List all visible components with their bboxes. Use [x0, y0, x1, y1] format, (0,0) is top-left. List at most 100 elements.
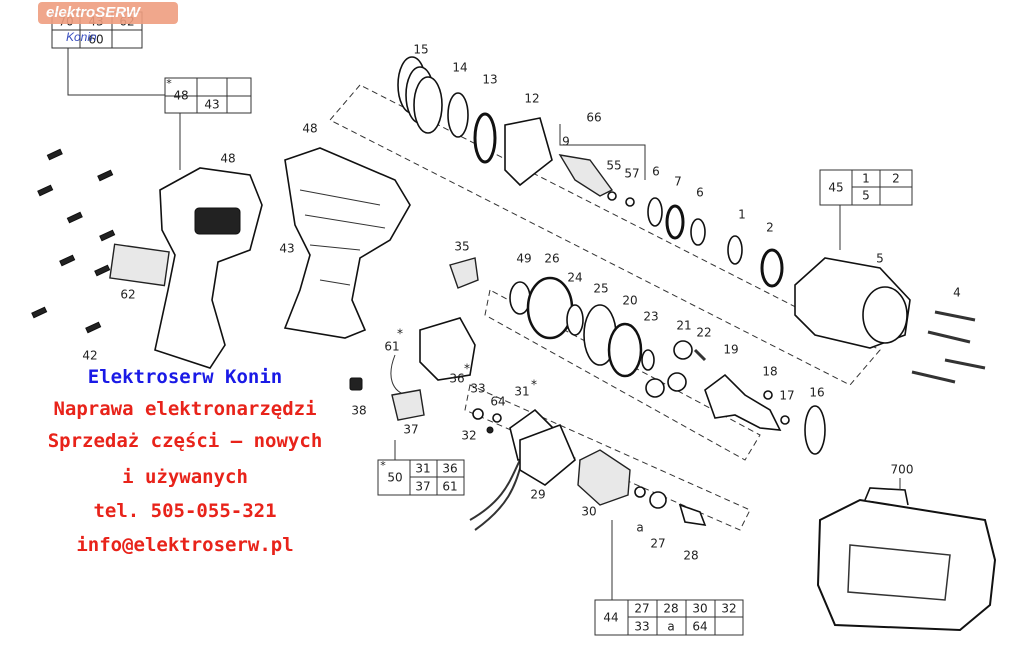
part-label-15: 15 [413, 43, 428, 57]
ring-gear-20 [607, 322, 643, 378]
advert-line-sales: Sprzedaż części – nowych [47, 430, 323, 452]
part-label-43: 43 [279, 242, 294, 256]
table-top-r1c1: 60 [88, 33, 103, 47]
part-label-36: 36 [449, 372, 464, 386]
table-44-r1c2: a [667, 620, 674, 634]
o-ring-1 [727, 235, 743, 265]
part-label-14: 14 [452, 61, 467, 75]
bearing-13 [473, 112, 497, 164]
bearing-7 [665, 204, 685, 240]
case-handle [864, 487, 909, 506]
advert-line-repair: Naprawa elektronarzędzi [53, 398, 317, 420]
table-50-r1c1: 37 [415, 480, 430, 494]
assembly-path-motor [464, 384, 751, 531]
part-label-61: 61 [384, 340, 399, 354]
housing-half-right [283, 147, 411, 339]
table-50: * 50 31 36 37 61 [377, 459, 465, 496]
part-label-57: 57 [624, 167, 639, 181]
part-label-20: 20 [622, 294, 637, 308]
part-label-33: 33 [470, 382, 485, 396]
part-label-48b: 48 [302, 122, 317, 136]
ring-gear-26 [526, 276, 574, 340]
table-50-r0c0: 50 [387, 471, 402, 485]
switch-lever-35 [449, 257, 479, 289]
leader-66 [559, 124, 646, 180]
part-label-6b: 6 [696, 186, 704, 200]
advert-phone: tel. 505-055-321 [93, 500, 277, 522]
housing-vent [194, 207, 241, 235]
leader-top-table [67, 48, 165, 96]
label-sticker-62 [109, 243, 170, 287]
part-label-21: 21 [676, 319, 691, 333]
part-label-32: 32 [461, 429, 476, 443]
assembly-path-upper [329, 84, 881, 386]
table-44-r1c1: 33 [634, 620, 649, 634]
screw-32 [486, 426, 494, 434]
table-45-r0c2: 2 [892, 172, 900, 186]
washer-6b [690, 218, 706, 246]
part-label-27: 27 [650, 537, 665, 551]
part-label-19: 19 [723, 343, 738, 357]
magnet-ring-29 [519, 423, 576, 486]
washer-23 [641, 349, 655, 371]
washer-24 [566, 304, 584, 336]
part-label-1: 1 [738, 208, 746, 222]
gearbox-nose [862, 286, 908, 344]
table-45-r0c0: 45 [828, 181, 843, 195]
ball-57 [625, 197, 635, 207]
part-label-7: 7 [674, 175, 682, 189]
table-48-r0c0: 48 [173, 89, 188, 103]
part-label-55: 55 [606, 159, 621, 173]
carry-case-700 [816, 498, 997, 632]
ball-18 [763, 390, 773, 400]
part-label-16: 16 [809, 386, 824, 400]
part-label-9: 9 [562, 135, 570, 149]
table-44-r1c3: 64 [692, 620, 707, 634]
spindle-19 [704, 373, 782, 431]
cap-38 [349, 377, 363, 391]
pin-22 [693, 348, 707, 362]
part-label-25: 25 [593, 282, 608, 296]
hammer-12 [504, 117, 553, 187]
part-label-62: 62 [120, 288, 135, 302]
bearing-2 [760, 248, 784, 288]
part-label-31: 31 [514, 385, 529, 399]
advert-line-used: i używanych [122, 466, 248, 488]
anvil-9 [558, 154, 614, 197]
part-label-37: 37 [403, 423, 418, 437]
part-label-66: 66 [586, 111, 601, 125]
ball-17 [780, 415, 790, 425]
spring-15 [397, 56, 443, 134]
part-label-48a: 48 [220, 152, 235, 166]
part-label-26: 26 [544, 252, 559, 266]
screws-left [31, 148, 116, 334]
part-64 [492, 413, 502, 423]
part-label-17: 17 [779, 389, 794, 403]
table-44-r0c2: 28 [663, 602, 678, 616]
part-label-64: 64 [490, 395, 505, 409]
table-50-r0c2: 36 [442, 462, 457, 476]
planet-gear-21b [667, 372, 687, 392]
washer-16 [804, 405, 826, 455]
asterisk-61: * [397, 327, 403, 341]
part-label-35: 35 [454, 240, 469, 254]
part-label-5: 5 [876, 252, 884, 266]
wires-31 [469, 459, 523, 531]
part-label-42: 42 [82, 349, 97, 363]
part-label-12: 12 [524, 92, 539, 106]
part-label-2: 2 [766, 221, 774, 235]
nut-33 [472, 408, 484, 420]
table-44-r0c4: 32 [721, 602, 736, 616]
wire-61 [390, 354, 411, 396]
part-label-700: 700 [891, 463, 914, 477]
part-label-a: a [636, 521, 643, 535]
switch-module-36 [419, 317, 476, 381]
brand-logo: elektroSERW [38, 2, 178, 24]
washer-14 [447, 92, 469, 138]
case-window [847, 544, 951, 601]
part-label-22: 22 [696, 326, 711, 340]
board-37 [391, 389, 425, 421]
planet-gear-21a [673, 340, 693, 360]
table-44-r0c1: 27 [634, 602, 649, 616]
